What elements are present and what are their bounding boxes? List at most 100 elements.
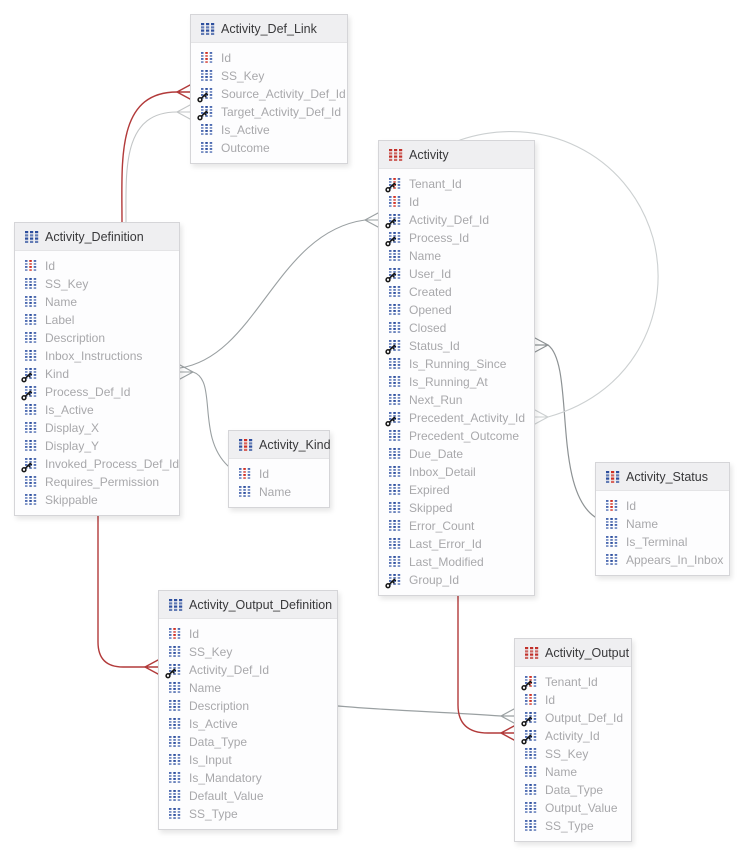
field-row-label[interactable]: Label [15,311,179,329]
field-row-id[interactable]: Id [159,625,337,643]
field-row-ss_type[interactable]: SS_Type [515,817,631,835]
relationship-line[interactable] [121,91,178,223]
field-row-output_def_id[interactable]: Output_Def_Id [515,709,631,727]
field-row-process_id[interactable]: Process_Id [379,229,534,247]
field-row-last_modified[interactable]: Last_Modified [379,553,534,571]
field-row-description[interactable]: Description [15,329,179,347]
field-row-name[interactable]: Name [379,247,534,265]
table-header-activity_definition[interactable]: Activity_Definition [15,223,179,251]
field-row-data_type[interactable]: Data_Type [159,733,337,751]
relationship-line[interactable] [125,111,178,223]
field-row-tenant_id[interactable]: Tenant_Id [379,175,534,193]
field-row-display_x[interactable]: Display_X [15,419,179,437]
relationship-line[interactable] [192,371,229,467]
field-row-is_input[interactable]: Is_Input [159,751,337,769]
field-row-name[interactable]: Name [515,763,631,781]
field-row-is_active[interactable]: Is_Active [15,401,179,419]
relationship-line[interactable] [337,705,502,717]
field-row-activity_id[interactable]: Activity_Id [515,727,631,745]
field-row-source_activity_def_id[interactable]: Source_Activity_Def_Id [191,85,347,103]
field-row-id[interactable]: Id [229,465,329,483]
field-row-is_mandatory[interactable]: Is_Mandatory [159,769,337,787]
field-row-inbox_detail[interactable]: Inbox_Detail [379,463,534,481]
field-row-is_running_since[interactable]: Is_Running_Since [379,355,534,373]
field-row-display_y[interactable]: Display_Y [15,437,179,455]
table-header-activity_status[interactable]: Activity_Status [596,463,729,491]
field-row-is_running_at[interactable]: Is_Running_At [379,373,534,391]
relationship-ao-activity-id-to-activity[interactable] [457,592,515,741]
field-row-expired[interactable]: Expired [379,481,534,499]
relationship-line[interactable] [97,512,146,668]
field-row-name[interactable]: Name [15,293,179,311]
relationship-activity-precedent-self-reference[interactable] [459,131,659,425]
relationship-activity-definition-kind-to-activity-kind[interactable] [179,364,229,467]
field-row-kind[interactable]: Kind [15,365,179,383]
field-row-data_type[interactable]: Data_Type [515,781,631,799]
field-row-appears_in_inbox[interactable]: Appears_In_Inbox [596,551,729,569]
field-row-is_active[interactable]: Is_Active [159,715,337,733]
table-header-activity_def_link[interactable]: Activity_Def_Link [191,15,347,43]
field-row-group_id[interactable]: Group_Id [379,571,534,589]
field-row-id[interactable]: Id [191,49,347,67]
field-row-target_activity_def_id[interactable]: Target_Activity_Def_Id [191,103,347,121]
field-row-due_date[interactable]: Due_Date [379,445,534,463]
relationship-line[interactable] [179,219,366,369]
field-row-outcome[interactable]: Outcome [191,139,347,157]
field-row-is_active[interactable]: Is_Active [191,121,347,139]
field-row-closed[interactable]: Closed [379,319,534,337]
relationship-ao-output-def-id-to-aod[interactable] [337,705,515,724]
field-row-output_value[interactable]: Output_Value [515,799,631,817]
field-row-id[interactable]: Id [15,257,179,275]
field-row-activity_def_id[interactable]: Activity_Def_Id [379,211,534,229]
field-row-id[interactable]: Id [596,497,729,515]
field-row-name[interactable]: Name [229,483,329,501]
field-row-description[interactable]: Description [159,697,337,715]
field-row-skipped[interactable]: Skipped [379,499,534,517]
field-row-ss_key[interactable]: SS_Key [515,745,631,763]
field-row-inbox_instructions[interactable]: Inbox_Instructions [15,347,179,365]
field-row-ss_type[interactable]: SS_Type [159,805,337,823]
field-row-last_error_id[interactable]: Last_Error_Id [379,535,534,553]
field-row-id[interactable]: Id [379,193,534,211]
relationship-adl-source-to-activity-definition[interactable] [121,84,191,223]
field-row-name[interactable]: Name [159,679,337,697]
field-row-error_count[interactable]: Error_Count [379,517,534,535]
relationship-activity-def-id-to-activity-definition[interactable] [179,212,379,369]
field-row-requires_permission[interactable]: Requires_Permission [15,473,179,491]
relationship-line[interactable] [547,344,596,518]
field-row-name[interactable]: Name [596,515,729,533]
field-row-default_value[interactable]: Default_Value [159,787,337,805]
field-row-precedent_activity_id[interactable]: Precedent_Activity_Id [379,409,534,427]
field-row-ss_key[interactable]: SS_Key [191,67,347,85]
field-row-user_id[interactable]: User_Id [379,265,534,283]
field-row-is_terminal[interactable]: Is_Terminal [596,533,729,551]
relationship-activity-status-id-to-activity-status[interactable] [534,337,596,518]
field-row-ss_key[interactable]: SS_Key [159,643,337,661]
table-header-activity_kind[interactable]: Activity_Kind [229,431,331,459]
field-row-activity_def_id[interactable]: Activity_Def_Id [159,661,337,679]
field-row-process_def_id[interactable]: Process_Def_Id [15,383,179,401]
field-row-ss_key[interactable]: SS_Key [15,275,179,293]
table-header-activity_output[interactable]: Activity_Output [515,639,631,667]
field-row-precedent_outcome[interactable]: Precedent_Outcome [379,427,534,445]
field-row-created[interactable]: Created [379,283,534,301]
field-row-status_id[interactable]: Status_Id [379,337,534,355]
relationship-aod-activity-def-id-to-activity-definition[interactable] [97,512,159,675]
relationship-line[interactable] [457,592,502,734]
field-row-next_run[interactable]: Next_Run [379,391,534,409]
relationship-adl-target-to-activity-definition[interactable] [125,104,191,223]
table-header-activity[interactable]: Activity [379,141,534,169]
field-row-invoked_process_def_id[interactable]: Invoked_Process_Def_Id [15,455,179,473]
field-row-skippable[interactable]: Skippable [15,491,179,509]
table-header-activity_output_definition[interactable]: Activity_Output_Definition [159,591,337,619]
field-row-tenant_id[interactable]: Tenant_Id [515,673,631,691]
field-row-opened[interactable]: Opened [379,301,534,319]
field-row-id[interactable]: Id [515,691,631,709]
